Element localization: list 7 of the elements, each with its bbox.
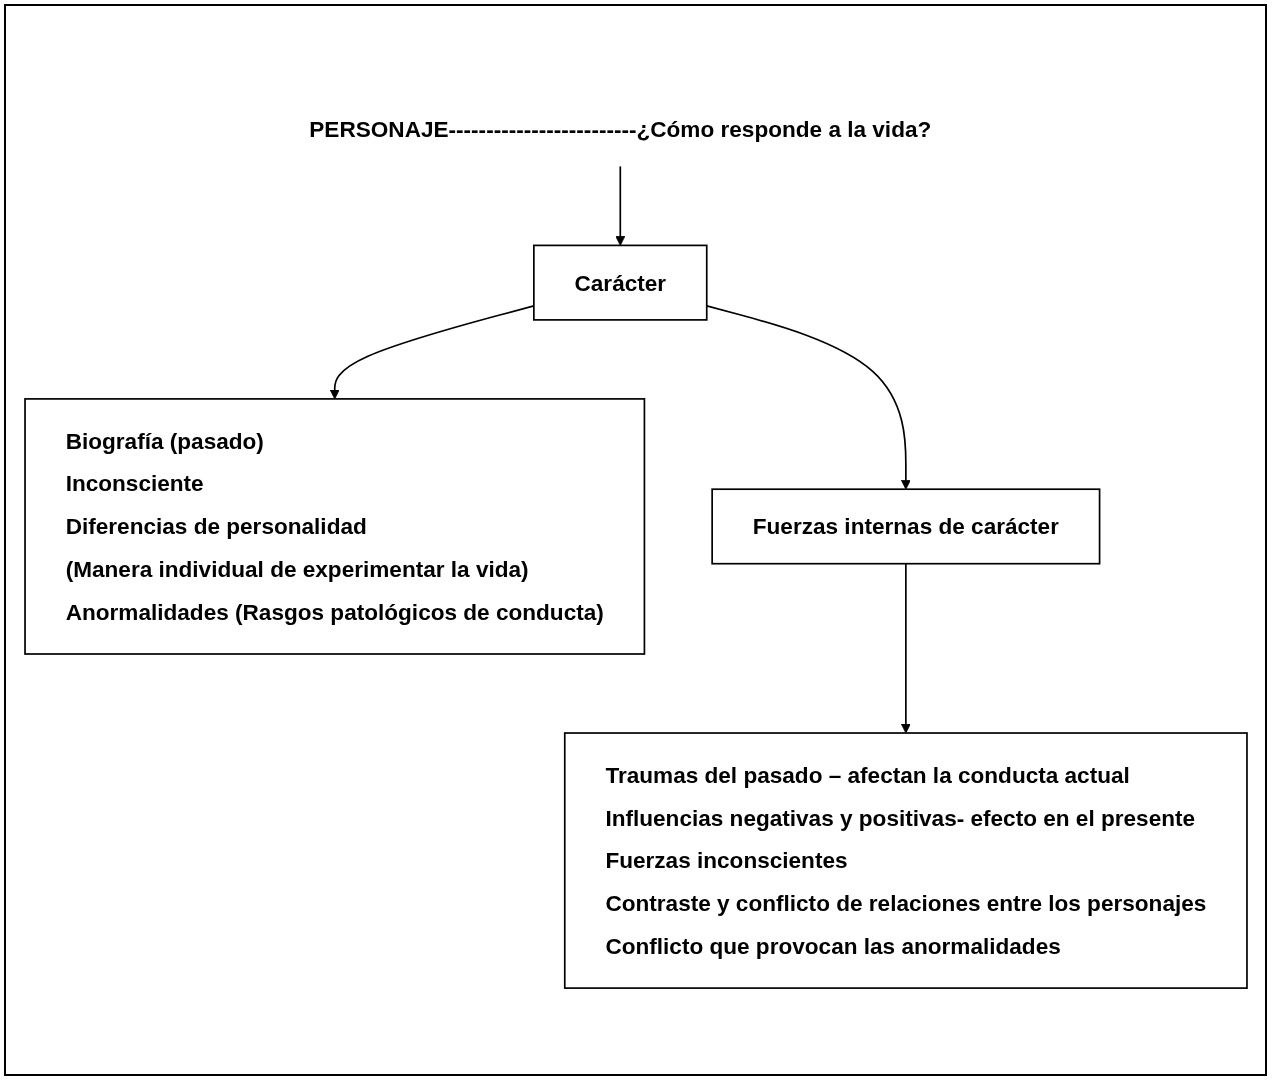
arrow: [614, 165, 625, 246]
arrow: [900, 562, 911, 734]
node-box: Biografía (pasado) Inconsciente Diferencias de personalidad (Manera individual de experimentar la vida) Anormalidades (Rasgos patológicos de conducta): [23, 398, 645, 655]
node-box: Carácter: [532, 244, 708, 321]
node-text: PERSONAJE-------------------------¿Cómo responde a la vida?: [308, 116, 931, 142]
node-box: Fuerzas internas de carácter: [710, 488, 1100, 565]
node-box: Traumas del pasado – afectan la conducta actual Influencias negativas y positivas- efecto en el presente Fuerzas inconscientes Contraste y conflicto de relaciones entre los personajes Conflicto que provocan las anormalidades: [563, 732, 1248, 989]
